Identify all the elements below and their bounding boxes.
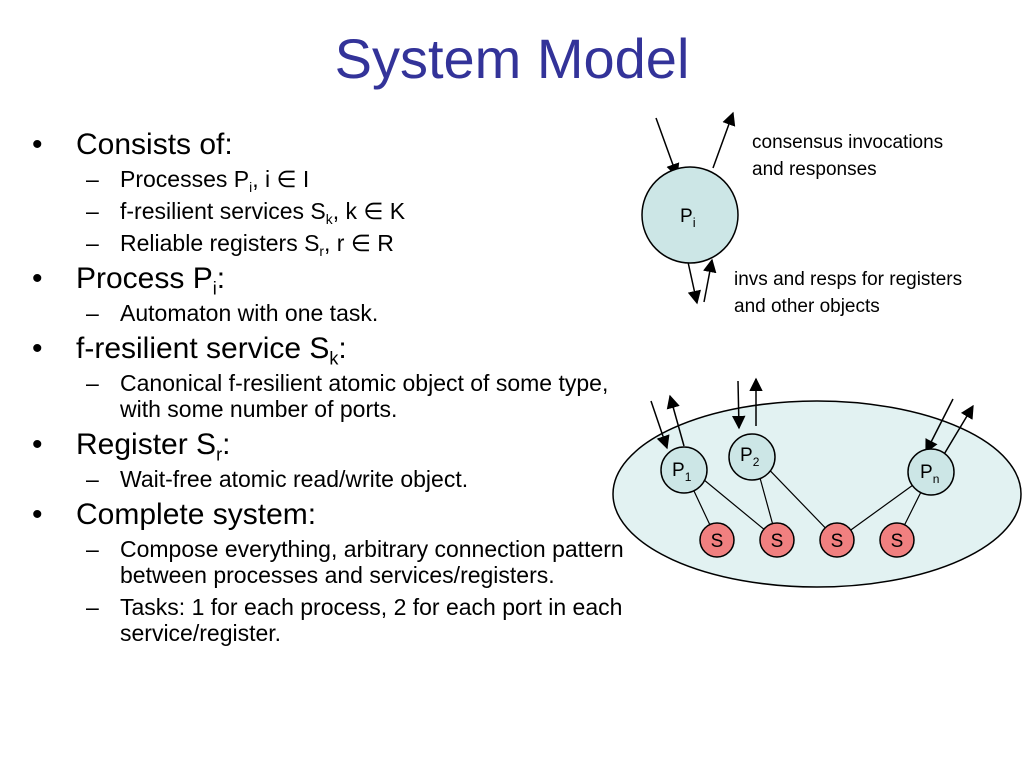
bullet-marker: • (32, 332, 43, 365)
subbullet-text: , k ∈ K (332, 198, 406, 224)
process-p1-node (660, 446, 708, 494)
process-pi-node (641, 166, 739, 264)
process-pn-node (907, 448, 955, 496)
register-arrow-in (703, 258, 717, 303)
process-p1-label: P1 (672, 460, 692, 484)
subbullet-text: Wait-free atomic read/write object. (120, 466, 469, 492)
invocation-arrow-in (655, 117, 680, 178)
consensus-label-line2: and responses (752, 159, 877, 180)
bullet-text: Complete system: (76, 498, 317, 531)
subscript: i (212, 278, 217, 299)
service-node-1 (699, 522, 735, 558)
subbullet-tasks: – Tasks: 1 for each process, 2 for each … (28, 594, 628, 646)
connection-p1-s2 (691, 469, 778, 541)
subbullet-text: Compose everything, arbitrary connection… (120, 536, 624, 588)
subbullet-text: Processes P (120, 166, 250, 192)
subscript: i (249, 179, 253, 195)
subscript: k (325, 211, 333, 227)
process-pi-label: Pi (680, 206, 696, 230)
p1-arrow-out (666, 394, 685, 447)
p1-arrow-in (650, 400, 670, 450)
process-pn-label: Pn (920, 462, 939, 486)
bullet-text: : (222, 428, 231, 461)
bullet-register: • Register Sr: (28, 428, 628, 465)
p2-arrow-in (731, 380, 746, 430)
bullet-complete: • Complete system: (28, 498, 628, 532)
subbullet-text: Tasks: 1 for each process, 2 for each po… (120, 594, 623, 646)
process-p2-label: P2 (740, 445, 760, 469)
subbullet-services: – f-resilient services Sk, k ∈ K (28, 198, 628, 227)
service-label-1: S (711, 531, 724, 552)
subbullet-canonical: – Canonical f-resilient atomic object of… (28, 370, 628, 422)
subbullet-text: f-resilient services S (120, 198, 326, 224)
subbullet-waitfree: – Wait-free atomic read/write object. (28, 466, 628, 492)
pn-arrow-out (942, 404, 974, 457)
bullet-text: : (338, 332, 347, 365)
dash-marker: – (86, 370, 99, 396)
dash-marker: – (86, 594, 99, 620)
registers-label-line2: and other objects (734, 296, 880, 317)
subbullet-text: , r ∈ R (324, 230, 394, 256)
dash-marker: – (86, 166, 99, 192)
bullet-service: • f-resilient service Sk: (28, 332, 628, 369)
dash-marker: – (86, 198, 99, 224)
pn-arrow-in (925, 398, 954, 454)
bullet-marker: • (32, 498, 43, 531)
service-label-3: S (831, 531, 844, 552)
bullet-text: f-resilient service S (76, 332, 330, 365)
registers-label-line1: invs and resps for registers (734, 269, 962, 290)
bullet-text: Register S (76, 428, 217, 461)
bullet-marker: • (32, 128, 43, 161)
slide-title: System Model (334, 27, 690, 90)
register-arrow-out (687, 261, 701, 305)
service-label-4: S (891, 531, 904, 552)
dash-marker: – (86, 230, 99, 256)
dash-marker: – (86, 466, 99, 492)
service-node-2 (759, 522, 795, 558)
subbullet-compose: – Compose everything, arbitrary connecti… (28, 536, 628, 588)
bullet-consists: • Consists of: (28, 128, 628, 162)
subbullet-registers: – Reliable registers Sr, r ∈ R (28, 230, 628, 259)
bullet-text: Process P (76, 262, 213, 295)
subbullet-text: Reliable registers S (120, 230, 320, 256)
dash-marker: – (86, 536, 99, 562)
subbullet-text: Automaton with one task. (120, 300, 379, 326)
subscript: k (329, 348, 339, 369)
service-label-2: S (771, 531, 784, 552)
subbullet-text: Canonical f-resilient atomic object of s… (120, 370, 609, 422)
bullet-list: • Consists of: – Processes Pi, i ∈ I – f… (28, 128, 628, 652)
response-arrow-out (712, 111, 736, 169)
subbullet-processes: – Processes Pi, i ∈ I (28, 166, 628, 195)
process-p2-node (728, 433, 776, 481)
bullet-marker: • (32, 428, 43, 461)
subscript: r (216, 444, 223, 465)
service-node-4 (879, 522, 915, 558)
dash-marker: – (86, 300, 99, 326)
bullet-process: • Process Pi: (28, 262, 628, 299)
consensus-label-line1: consensus invocations (752, 132, 943, 153)
subbullet-text: , i ∈ I (252, 166, 310, 192)
subbullet-automaton: – Automaton with one task. (28, 300, 628, 326)
process-pi-diagram: Pi consensus invocations and responses i… (641, 111, 962, 317)
bullet-text: : (216, 262, 226, 295)
complete-system-diagram: P1 P2 Pn S S S S (612, 377, 1022, 588)
service-node-3 (819, 522, 855, 558)
bullet-marker: • (32, 262, 43, 295)
subscript: r (319, 243, 325, 259)
bullet-text: Consists of: (76, 128, 233, 161)
